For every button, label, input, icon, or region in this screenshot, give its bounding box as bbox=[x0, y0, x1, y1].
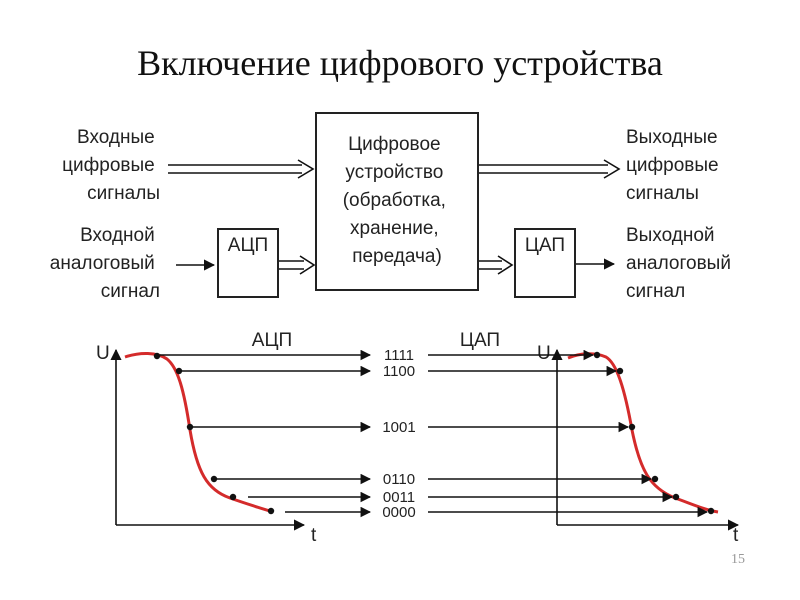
adc-block bbox=[217, 228, 279, 298]
code-label-1111: 1111 bbox=[384, 347, 414, 364]
block-diagram: Входные цифровые сигналы Входной аналого… bbox=[50, 112, 736, 302]
slide-title: Включение цифрового устройства bbox=[137, 43, 663, 83]
reconstructed-point-1111 bbox=[593, 351, 601, 359]
graph-dac-label: ЦАП bbox=[460, 330, 500, 351]
dac-block-label: ЦАП bbox=[525, 235, 565, 256]
right-axes bbox=[551, 348, 740, 531]
left-axes bbox=[110, 348, 306, 531]
digital-input-double-arrow bbox=[168, 159, 315, 179]
right-y-axis-label: U bbox=[537, 343, 551, 364]
digital-output-double-arrow bbox=[479, 159, 621, 179]
sample-point-0011 bbox=[229, 493, 237, 501]
code-label-1100: 1100 bbox=[383, 363, 415, 380]
conversion-graphs: АЦП ЦАП U t U t bbox=[96, 330, 740, 546]
left-x-axis-label: t bbox=[311, 525, 317, 546]
slide-number: 15 bbox=[731, 552, 745, 567]
input-digital-label: Входные цифровые сигналы bbox=[62, 127, 160, 204]
code-label-0011: 0011 bbox=[383, 489, 415, 506]
sample-point-0110 bbox=[210, 475, 218, 483]
left-y-axis-label: U bbox=[96, 343, 110, 364]
code-label-1001: 1001 bbox=[382, 419, 415, 436]
digital-device-label: Цифровое устройство (обработка, хранение… bbox=[343, 134, 452, 267]
adc-to-device-double-arrow bbox=[279, 255, 316, 275]
code-label-0110: 0110 bbox=[383, 471, 415, 488]
sample-point-1100 bbox=[175, 367, 183, 375]
right-x-axis-label: t bbox=[733, 525, 739, 546]
adc-arrows bbox=[160, 349, 372, 518]
sample-point-1111 bbox=[153, 352, 161, 360]
sample-points bbox=[153, 352, 275, 515]
dac-arrows bbox=[428, 349, 709, 518]
output-analog-label: Выходной аналоговый сигнал bbox=[626, 225, 736, 302]
reconstructed-point-0000 bbox=[707, 507, 715, 515]
reconstructed-point-1100 bbox=[616, 367, 624, 375]
analog-input-curve bbox=[124, 352, 274, 514]
reconstructed-point-0011 bbox=[672, 493, 680, 501]
reconstructed-point-0110 bbox=[651, 475, 659, 483]
reconstructed-point-1001 bbox=[628, 423, 636, 431]
reconstructed-points bbox=[593, 351, 715, 515]
digital-codes: 1111 1100 1001 0110 0011 0000 bbox=[382, 347, 415, 521]
sample-point-1001 bbox=[186, 423, 194, 431]
graph-adc-label: АЦП bbox=[252, 330, 292, 351]
output-digital-label: Выходные цифровые сигналы bbox=[626, 127, 724, 204]
device-to-dac-double-arrow bbox=[479, 255, 514, 275]
code-label-0000: 0000 bbox=[382, 504, 415, 521]
digital-device-block bbox=[315, 112, 479, 291]
analog-output-curve bbox=[567, 352, 719, 514]
sample-point-0000 bbox=[267, 507, 275, 515]
dac-block bbox=[514, 228, 576, 298]
input-analog-label: Входной аналоговый сигнал bbox=[50, 225, 160, 302]
adc-block-label: АЦП bbox=[228, 235, 268, 256]
